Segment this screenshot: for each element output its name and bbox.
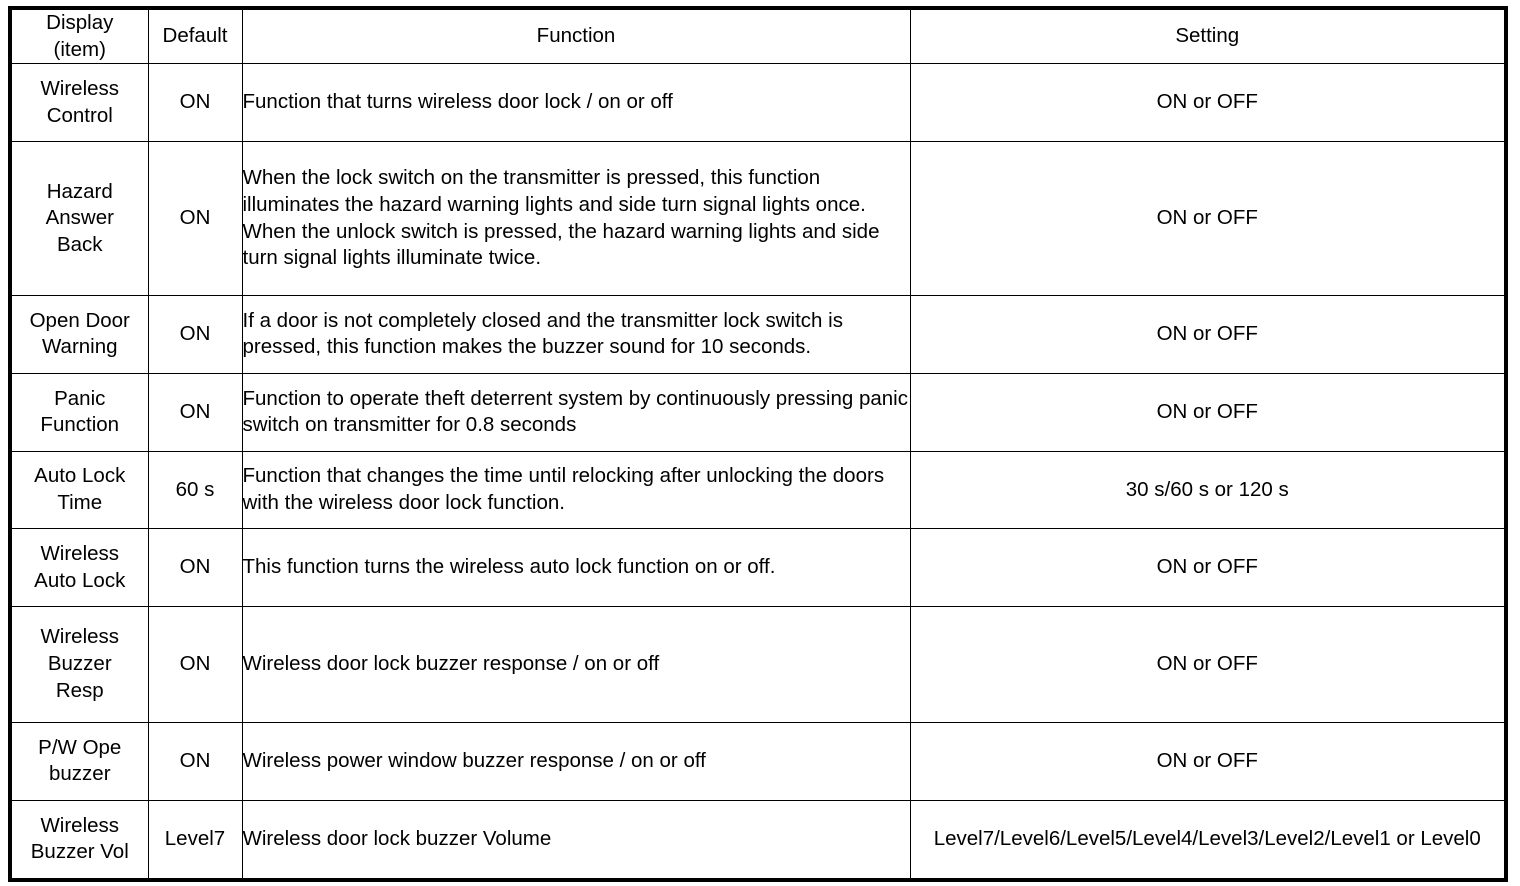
cell-display: P/W Ope buzzer: [9, 721, 149, 801]
cell-display: Panic Function: [9, 372, 149, 452]
cell-setting: ON or OFF: [909, 141, 1507, 297]
table-row: Wireless Auto Lock ON This function turn…: [9, 528, 1507, 607]
header-row: Display (item) Default Function Setting: [9, 7, 1507, 65]
table-row: Hazard Answer Back ON When the lock swit…: [9, 141, 1507, 297]
cell-default: 60 s: [147, 450, 243, 530]
cell-default: ON: [147, 721, 243, 801]
cell-function: Wireless door lock buzzer Volume: [241, 799, 911, 881]
cell-default: ON: [147, 528, 243, 607]
table-row: Wireless Buzzer Resp ON Wireless door lo…: [9, 605, 1507, 723]
cell-display: Wireless Buzzer Resp: [9, 605, 149, 723]
cell-function: Function to operate theft deterrent syst…: [241, 372, 911, 452]
column-header-function: Function: [241, 7, 911, 65]
wireless-door-lock-settings-table: Display (item) Default Function Setting …: [8, 6, 1508, 882]
cell-setting: ON or OFF: [909, 295, 1507, 374]
table-header: Display (item) Default Function Setting: [9, 7, 1507, 65]
table-body: Wireless Control ON Function that turns …: [9, 63, 1507, 881]
spec-table-container: Display (item) Default Function Setting …: [8, 6, 1508, 882]
cell-function: Function that changes the time until rel…: [241, 450, 911, 530]
cell-default: ON: [147, 295, 243, 374]
cell-display: Auto Lock Time: [9, 450, 149, 530]
cell-display: Wireless Buzzer Vol: [9, 799, 149, 881]
cell-setting: Level7/Level6/Level5/Level4/Level3/Level…: [909, 799, 1507, 881]
table-row: Panic Function ON Function to operate th…: [9, 372, 1507, 452]
cell-setting: ON or OFF: [909, 721, 1507, 801]
cell-setting: ON or OFF: [909, 528, 1507, 607]
cell-function: Wireless door lock buzzer response / on …: [241, 605, 911, 723]
table-row: Wireless Buzzer Vol Level7 Wireless door…: [9, 799, 1507, 881]
cell-setting: 30 s/60 s or 120 s: [909, 450, 1507, 530]
cell-function: This function turns the wireless auto lo…: [241, 528, 911, 607]
cell-display: Wireless Control: [9, 63, 149, 143]
cell-display: Wireless Auto Lock: [9, 528, 149, 607]
cell-display: Hazard Answer Back: [9, 141, 149, 297]
column-header-display: Display (item): [9, 7, 149, 65]
cell-default: ON: [147, 63, 243, 143]
cell-default: Level7: [147, 799, 243, 881]
table-row: Auto Lock Time 60 s Function that change…: [9, 450, 1507, 530]
cell-function: If a door is not completely closed and t…: [241, 295, 911, 374]
cell-display: Open Door Warning: [9, 295, 149, 374]
table-row: P/W Ope buzzer ON Wireless power window …: [9, 721, 1507, 801]
column-header-setting: Setting: [909, 7, 1507, 65]
cell-setting: ON or OFF: [909, 63, 1507, 143]
cell-function: Function that turns wireless door lock /…: [241, 63, 911, 143]
column-header-default: Default: [147, 7, 243, 65]
cell-default: ON: [147, 141, 243, 297]
table-row: Open Door Warning ON If a door is not co…: [9, 295, 1507, 374]
cell-default: ON: [147, 605, 243, 723]
cell-function: Wireless power window buzzer response / …: [241, 721, 911, 801]
cell-setting: ON or OFF: [909, 372, 1507, 452]
cell-function: When the lock switch on the transmitter …: [241, 141, 911, 297]
cell-default: ON: [147, 372, 243, 452]
cell-setting: ON or OFF: [909, 605, 1507, 723]
table-row: Wireless Control ON Function that turns …: [9, 63, 1507, 143]
